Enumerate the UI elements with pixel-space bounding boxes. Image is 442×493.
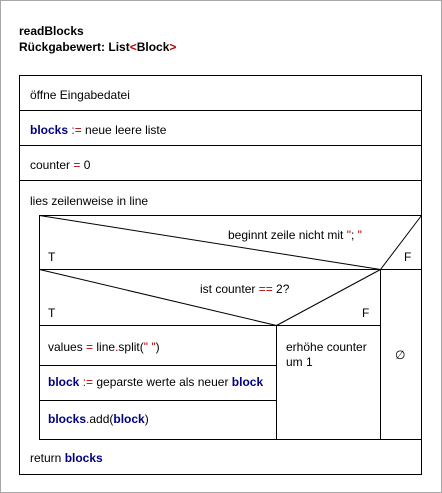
step-init-blocks: blocks := neue leere liste — [30, 123, 166, 137]
values-close: ) — [155, 340, 160, 354]
empty-set-symbol: ∅ — [395, 348, 406, 362]
decision2-true-label: T — [48, 306, 56, 320]
decision2-value: 2? — [272, 282, 290, 296]
decision2-text: ist counter — [200, 282, 259, 296]
increment-counter-line2: um 1 — [286, 355, 313, 369]
block-var-2: block — [231, 375, 264, 389]
assign-operator: := — [71, 123, 82, 137]
return-keyword: return — [30, 451, 65, 465]
step-open-file: öffne Eingabedatei — [30, 88, 130, 102]
add-arg: block — [113, 412, 145, 426]
decision1-false-label: F — [404, 250, 412, 264]
add-object: blocks — [48, 412, 87, 426]
counter-var: counter — [30, 158, 74, 172]
return-type-list: List — [108, 40, 130, 54]
decision1-left-diagonal — [39, 215, 381, 270]
values-var: values — [48, 340, 87, 354]
values-string: " " — [143, 340, 156, 354]
decision1-quote-open: " — [346, 228, 351, 242]
step-split-values: values = line.split(" ") — [48, 340, 160, 354]
add-close: ) — [144, 412, 149, 426]
return-type-lt: < — [129, 40, 137, 54]
step-add-block: blocks.add(block) — [48, 412, 149, 426]
block-assign: := — [82, 375, 94, 389]
decision1-quote-close: " — [354, 228, 362, 242]
loop-body-box — [39, 215, 422, 440]
add-call: add( — [89, 412, 114, 426]
values-split: split( — [118, 340, 144, 354]
return-type-gt: > — [169, 40, 177, 54]
return-var: blocks — [64, 451, 103, 465]
decision1-condition: beginnt zeile nicht mit "; " — [228, 228, 362, 242]
decision2-operator: == — [258, 282, 273, 296]
return-type-line: Rückgabewert: List<Block> — [19, 40, 176, 54]
values-line: line — [93, 340, 116, 354]
decision1-true-label: T — [48, 250, 56, 264]
values-equals: = — [86, 340, 94, 354]
step-init-counter: counter = 0 — [30, 158, 90, 172]
decision1-text: beginnt zeile nicht mit — [228, 228, 347, 242]
step-new-block: block := geparste werte als neuer block — [48, 375, 263, 389]
decision2-condition: ist counter == 2? — [200, 282, 289, 296]
function-name: readBlocks — [19, 24, 84, 38]
blocks-var: blocks — [30, 123, 69, 137]
blocks-init-text: neue leere liste — [81, 123, 167, 137]
decision2-false-label: F — [362, 306, 370, 320]
decision2-right-diagonal — [276, 269, 381, 326]
block-var: block — [48, 375, 80, 389]
decision1-right-diagonal — [380, 215, 422, 270]
increment-counter-line1: erhöhe counter — [286, 340, 367, 354]
counter-value: 0 — [80, 158, 91, 172]
step-return: return blocks — [30, 451, 103, 465]
values-dot: . — [115, 340, 119, 354]
counter-equals: = — [73, 158, 81, 172]
block-text: geparste werte als neuer — [93, 375, 232, 389]
decision1-semicolon: ; — [351, 228, 355, 242]
return-type-block: Block — [136, 40, 170, 54]
loop-header: lies zeilenweise in line — [30, 194, 149, 208]
decision2-left-diagonal — [39, 269, 277, 326]
return-type-label: Rückgabewert: — [19, 40, 109, 54]
add-dot: . — [86, 412, 90, 426]
